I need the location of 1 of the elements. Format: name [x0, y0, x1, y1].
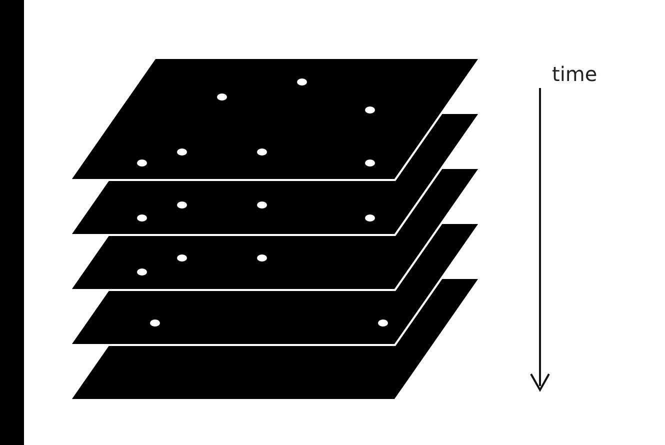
- axis-label: time: [552, 62, 598, 86]
